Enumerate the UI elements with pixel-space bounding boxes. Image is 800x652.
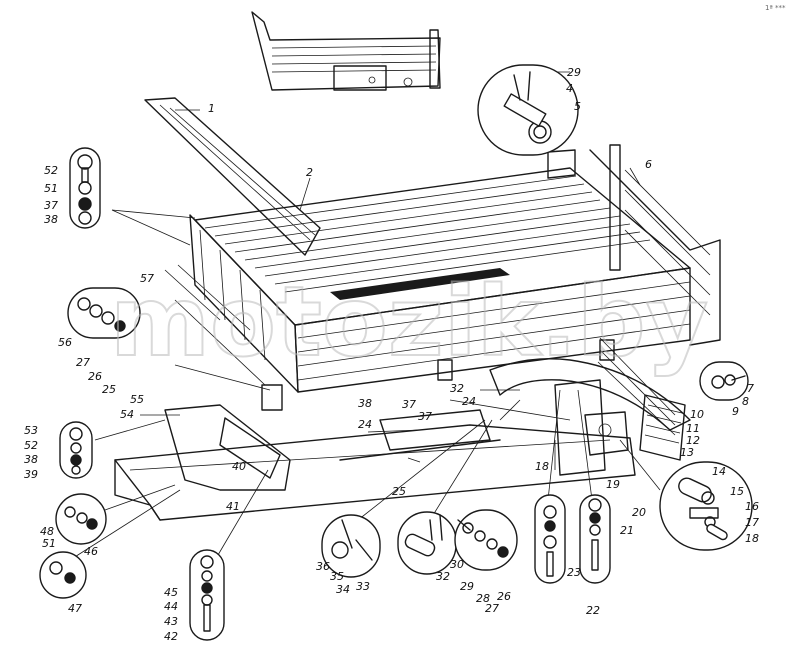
part-label: 18 <box>535 460 549 473</box>
part-label: 51 <box>42 537 56 550</box>
part-label: 40 <box>232 460 246 473</box>
part-label: 9 <box>732 405 739 418</box>
part-label: 10 <box>690 408 704 421</box>
part-label: 32 <box>436 570 450 583</box>
part-number-labels: 1 2 4 5 6 7 8 9 10 11 12 13 14 15 16 17 … <box>24 66 759 643</box>
part-label: 42 <box>164 630 178 643</box>
part-label: 24 <box>462 395 476 408</box>
part-label: 39 <box>24 468 38 481</box>
part-label: 37 <box>418 410 432 423</box>
part-label: 16 <box>745 500 759 513</box>
part-label: 25 <box>392 485 406 498</box>
dump-body-illustration <box>189 144 721 411</box>
part-label: 33 <box>356 580 370 593</box>
part-label: 57 <box>140 272 154 285</box>
part-label: 25 <box>102 383 116 396</box>
part-label: 26 <box>497 590 511 603</box>
leader-lines <box>69 71 676 561</box>
part-label: 38 <box>24 453 38 466</box>
part-label: 46 <box>84 545 98 558</box>
part-label: 52 <box>24 439 38 452</box>
part-label: 45 <box>164 586 178 599</box>
part-label: 41 <box>226 500 240 513</box>
part-label: 37 <box>44 199 58 212</box>
part-label: 29 <box>460 580 474 593</box>
part-label: 26 <box>88 370 102 383</box>
part-label: 7 <box>747 382 754 395</box>
part-label: 38 <box>358 397 372 410</box>
part-label: 38 <box>44 213 58 226</box>
part-label: 44 <box>164 600 178 613</box>
canopy-illustration <box>144 97 321 256</box>
watermark: motozik.by <box>110 266 708 378</box>
fastener-parts <box>49 71 746 632</box>
part-label: 27 <box>485 602 499 615</box>
part-label: 36 <box>316 560 330 573</box>
part-label: 52 <box>44 164 58 177</box>
part-label: 8 <box>742 395 749 408</box>
part-label: 6 <box>645 158 652 171</box>
part-label: 11 <box>686 422 700 435</box>
part-label: 18 <box>745 532 759 545</box>
part-label: 14 <box>712 465 726 478</box>
part-label: 48 <box>40 525 54 538</box>
part-label: 17 <box>745 516 759 529</box>
part-label: 22 <box>586 604 600 617</box>
part-label: 1 <box>208 102 215 115</box>
part-label: 27 <box>76 356 90 369</box>
part-label: 30 <box>450 558 464 571</box>
part-label: 29 <box>567 66 581 79</box>
part-label: 5 <box>574 100 581 113</box>
tailgate-detail-illustration <box>251 11 441 91</box>
part-label: 15 <box>730 485 744 498</box>
part-label: 19 <box>606 478 620 491</box>
part-label: 37 <box>402 398 416 411</box>
part-label: 4 <box>566 82 573 95</box>
part-label: 43 <box>164 615 178 628</box>
part-label: 28 <box>476 592 490 605</box>
corner-mark: 1ª *** <box>765 4 786 12</box>
part-label: 12 <box>686 434 700 447</box>
part-label: 51 <box>44 182 58 195</box>
part-label: 24 <box>358 418 372 431</box>
part-label: 53 <box>24 424 38 437</box>
part-label: 23 <box>567 566 581 579</box>
part-label: 21 <box>620 524 634 537</box>
part-label: 32 <box>450 382 464 395</box>
part-label: 34 <box>336 583 350 596</box>
part-label: 2 <box>306 166 313 179</box>
mudguard-illustration <box>489 358 691 461</box>
part-label: 56 <box>58 336 72 349</box>
part-label: 54 <box>120 408 134 421</box>
part-label: 35 <box>330 570 344 583</box>
part-label: 20 <box>632 506 646 519</box>
part-label: 55 <box>130 393 144 406</box>
part-label: 47 <box>68 602 82 615</box>
part-label: 13 <box>680 446 694 459</box>
